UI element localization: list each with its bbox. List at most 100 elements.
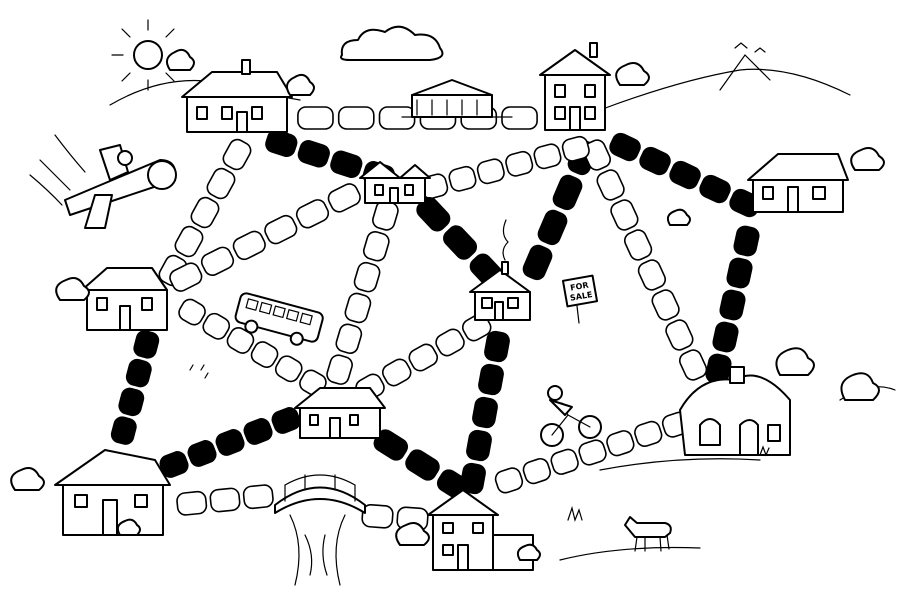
bicycle-rider-icon xyxy=(540,385,602,447)
path-stone-dark xyxy=(609,132,641,162)
house-top-left xyxy=(181,59,293,133)
for-sale-sign: FOR SALE xyxy=(561,274,599,324)
path-stone-dark xyxy=(243,418,273,445)
path-stone-dark xyxy=(330,150,363,179)
path-stone-light xyxy=(174,225,204,258)
path-stone-dark xyxy=(478,363,504,396)
path-stone-light xyxy=(232,230,266,261)
path-stone-dark xyxy=(159,451,189,478)
path-stone-light xyxy=(362,230,390,262)
path-stone-light xyxy=(606,430,635,457)
path-stone-dark xyxy=(405,449,440,481)
path-stone-dark xyxy=(187,440,217,467)
path-stone-light xyxy=(178,298,206,326)
path-stone-dark xyxy=(466,429,492,462)
path-stone-dark xyxy=(215,429,245,456)
path-stone-light xyxy=(190,196,220,229)
birds-icon xyxy=(734,42,766,53)
path-stone-light xyxy=(522,457,552,485)
path-stone-light xyxy=(327,183,361,213)
path-stone-dark xyxy=(110,416,137,445)
path-stone-light xyxy=(344,292,372,324)
path-stone-light xyxy=(651,289,680,321)
cottage-right xyxy=(679,366,791,456)
path-stone-dark xyxy=(537,209,568,246)
path-stone-dark xyxy=(133,330,160,359)
house-center-chimney xyxy=(469,219,531,321)
path-stone-light xyxy=(637,259,667,291)
path-stone-dark xyxy=(297,140,330,168)
path-stone-light xyxy=(533,143,562,170)
house-top-right-tall xyxy=(539,42,611,131)
barn-bottom-left xyxy=(54,449,171,536)
path-stone-light xyxy=(209,487,241,513)
path-stone-light xyxy=(353,261,381,293)
path-stone-light xyxy=(295,199,330,229)
path-stone-light xyxy=(264,214,298,245)
path-stone-dark xyxy=(712,321,739,353)
path-stone-light xyxy=(381,358,412,387)
horse-icon xyxy=(624,516,672,552)
path-stone-light xyxy=(505,150,534,177)
grass-tufts xyxy=(189,364,770,522)
path-stone-dark xyxy=(726,257,753,289)
path-stone-light xyxy=(501,106,538,130)
path-stone-light xyxy=(448,165,477,192)
path-stone-light xyxy=(561,135,590,162)
path-stone-light xyxy=(202,312,231,340)
path-stone-light xyxy=(610,199,639,231)
path-stone-dark xyxy=(472,396,498,429)
path-stone-light xyxy=(337,106,375,130)
path-stone-dark xyxy=(125,358,152,388)
path-stone-dark xyxy=(669,160,701,190)
path-stone-light xyxy=(250,341,279,369)
path-stone-light xyxy=(476,158,505,185)
cloud-icon xyxy=(340,25,444,61)
path-stone-light xyxy=(678,349,708,381)
path-stone-light xyxy=(596,169,625,201)
path-stone-light xyxy=(494,467,524,494)
for-sale-text-2: SALE xyxy=(569,290,593,303)
path-stone-light xyxy=(274,355,303,383)
path-stone-light xyxy=(222,138,252,171)
path-stone-dark xyxy=(522,244,553,281)
path-stone-light xyxy=(297,106,334,130)
house-bottom-center xyxy=(427,489,534,571)
path-stone-light xyxy=(623,229,653,261)
farmhouse-top-middle xyxy=(401,79,513,118)
path-stone-light xyxy=(206,167,236,200)
path-stone-light xyxy=(408,343,439,372)
path-stone-dark xyxy=(484,330,510,363)
bridge-icon xyxy=(274,474,366,586)
path-stone-light xyxy=(550,448,579,475)
path-stone-dark xyxy=(118,387,145,417)
house-center-lower xyxy=(294,387,386,439)
path-stone-light xyxy=(200,246,235,277)
stepping-stone-paths xyxy=(110,106,761,532)
path-stone-light xyxy=(578,439,607,466)
path-stone-light xyxy=(582,139,612,171)
path-stone-light xyxy=(634,420,663,447)
path-stone-light xyxy=(335,323,363,355)
for-sale-text-1: FOR xyxy=(570,280,590,292)
path-stone-light xyxy=(169,262,203,292)
house-center-top xyxy=(359,161,431,204)
path-stone-light xyxy=(435,328,465,357)
house-left-middle xyxy=(81,267,168,331)
path-stone-dark xyxy=(443,225,478,260)
path-stone-dark xyxy=(719,289,746,321)
path-stone-dark xyxy=(699,174,731,204)
path-stone-dark xyxy=(733,225,760,257)
path-stone-light xyxy=(361,504,394,529)
path-stone-light xyxy=(176,490,208,516)
bus-icon xyxy=(234,292,324,346)
path-stone-light xyxy=(665,319,694,351)
path-stone-light xyxy=(378,106,416,130)
path-stone-dark xyxy=(639,146,671,176)
airplane-icon xyxy=(29,134,177,229)
path-stone-dark xyxy=(271,407,301,434)
path-stone-light xyxy=(242,484,274,510)
path-stone-dark xyxy=(552,174,583,211)
trees-and-bushes xyxy=(10,48,885,561)
